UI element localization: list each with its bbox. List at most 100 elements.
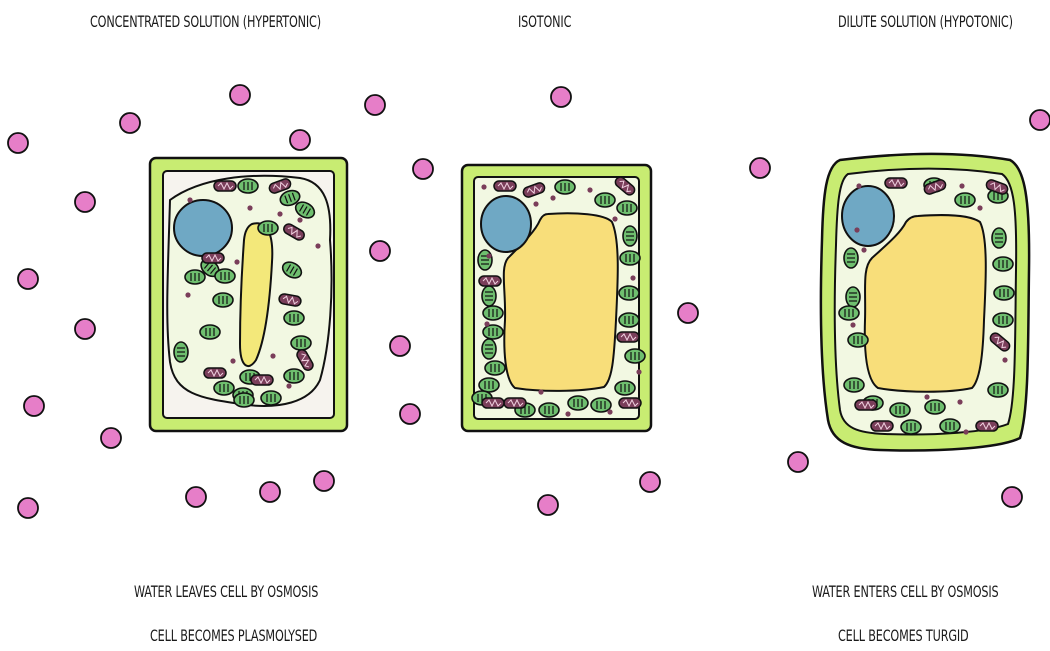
chloroplast [595, 193, 615, 207]
mitochondrion [617, 332, 639, 342]
chloroplast [988, 383, 1008, 397]
mitochondrion [202, 253, 224, 263]
hypotonic-caption-line1: WATER ENTERS CELL BY OSMOSIS [812, 582, 999, 601]
isotonic-title: ISOTONIC [518, 12, 571, 31]
water-molecule [390, 336, 410, 356]
mitochondrion [204, 368, 226, 378]
water-molecule [101, 428, 121, 448]
mitochondrion [504, 398, 526, 408]
chloroplast [284, 311, 304, 325]
chloroplast [993, 313, 1013, 327]
hypertonic-caption-line2: CELL BECOMES PLASMOLYSED [150, 626, 317, 645]
chloroplast [213, 293, 233, 307]
chloroplast [215, 269, 235, 283]
chloroplast [214, 381, 234, 395]
ribosome [481, 184, 486, 189]
chloroplast [839, 306, 859, 320]
chloroplast [993, 257, 1013, 271]
water-molecule [186, 487, 206, 507]
water-molecule [400, 404, 420, 424]
chloroplast [940, 419, 960, 433]
chloroplast [234, 393, 254, 407]
chloroplast [483, 325, 503, 339]
ribosome [538, 389, 543, 394]
water-molecule [8, 133, 28, 153]
mitochondrion [214, 181, 236, 191]
ribosome [486, 253, 491, 258]
ribosome [957, 399, 962, 404]
chloroplast [258, 221, 278, 235]
water-molecule [365, 95, 385, 115]
chloroplast [478, 250, 492, 270]
chloroplast [482, 339, 496, 359]
ribosome [977, 205, 982, 210]
chloroplast [620, 251, 640, 265]
chloroplast [174, 342, 188, 362]
chloroplast [619, 286, 639, 300]
water-molecule [1002, 487, 1022, 507]
chloroplast [994, 286, 1014, 300]
water-molecule [413, 159, 433, 179]
chloroplast [844, 378, 864, 392]
ribosome [297, 217, 302, 222]
mitochondrion [479, 276, 501, 286]
mitochondrion [855, 400, 877, 410]
ribosome [230, 358, 235, 363]
mitochondrion [871, 421, 893, 431]
ribosome [550, 195, 555, 200]
water-molecule [290, 130, 310, 150]
water-molecule [538, 495, 558, 515]
water-molecule [788, 452, 808, 472]
chloroplast [261, 391, 281, 405]
ribosome [277, 211, 282, 216]
chloroplast [901, 420, 921, 434]
chloroplast [890, 403, 910, 417]
ribosome [856, 183, 861, 188]
ribosome [247, 205, 252, 210]
chloroplast [555, 180, 575, 194]
chloroplast [846, 287, 860, 307]
mitochondrion [482, 398, 504, 408]
nucleus [481, 196, 531, 252]
chloroplast [615, 381, 635, 395]
ribosome [587, 187, 592, 192]
water-molecule [18, 498, 38, 518]
chloroplast [925, 400, 945, 414]
water-molecule [24, 396, 44, 416]
normal-cell [462, 165, 651, 431]
chloroplast [284, 369, 304, 383]
ribosome [607, 409, 612, 414]
chloroplast [623, 226, 637, 246]
water-molecule [120, 113, 140, 133]
ribosome [533, 201, 538, 206]
mitochondrion [619, 398, 641, 408]
chloroplast [200, 325, 220, 339]
water-molecule [370, 241, 390, 261]
chloroplast [479, 378, 499, 392]
nucleus [842, 186, 894, 246]
chloroplast [848, 333, 868, 347]
hypertonic-caption-line1: WATER LEAVES CELL BY OSMOSIS [134, 582, 318, 601]
ribosome [185, 292, 190, 297]
ribosome [315, 243, 320, 248]
ribosome [484, 321, 489, 326]
chloroplast [291, 336, 311, 350]
ribosome [1002, 357, 1007, 362]
ribosome [959, 183, 964, 188]
hypertonic-title: CONCENTRATED SOLUTION (HYPERTONIC) [90, 12, 321, 31]
ribosome [854, 227, 859, 232]
chloroplast [483, 306, 503, 320]
ribosome [565, 411, 570, 416]
water-molecule [750, 158, 770, 178]
chloroplast [992, 228, 1006, 248]
water-molecule [678, 303, 698, 323]
turgid-cell [821, 154, 1029, 451]
water-molecule [75, 192, 95, 212]
water-molecule [260, 482, 280, 502]
water-molecule [551, 87, 571, 107]
water-molecule [230, 85, 250, 105]
nucleus [174, 200, 232, 256]
plasmolysed-cell [150, 158, 347, 431]
mitochondrion [494, 181, 516, 191]
